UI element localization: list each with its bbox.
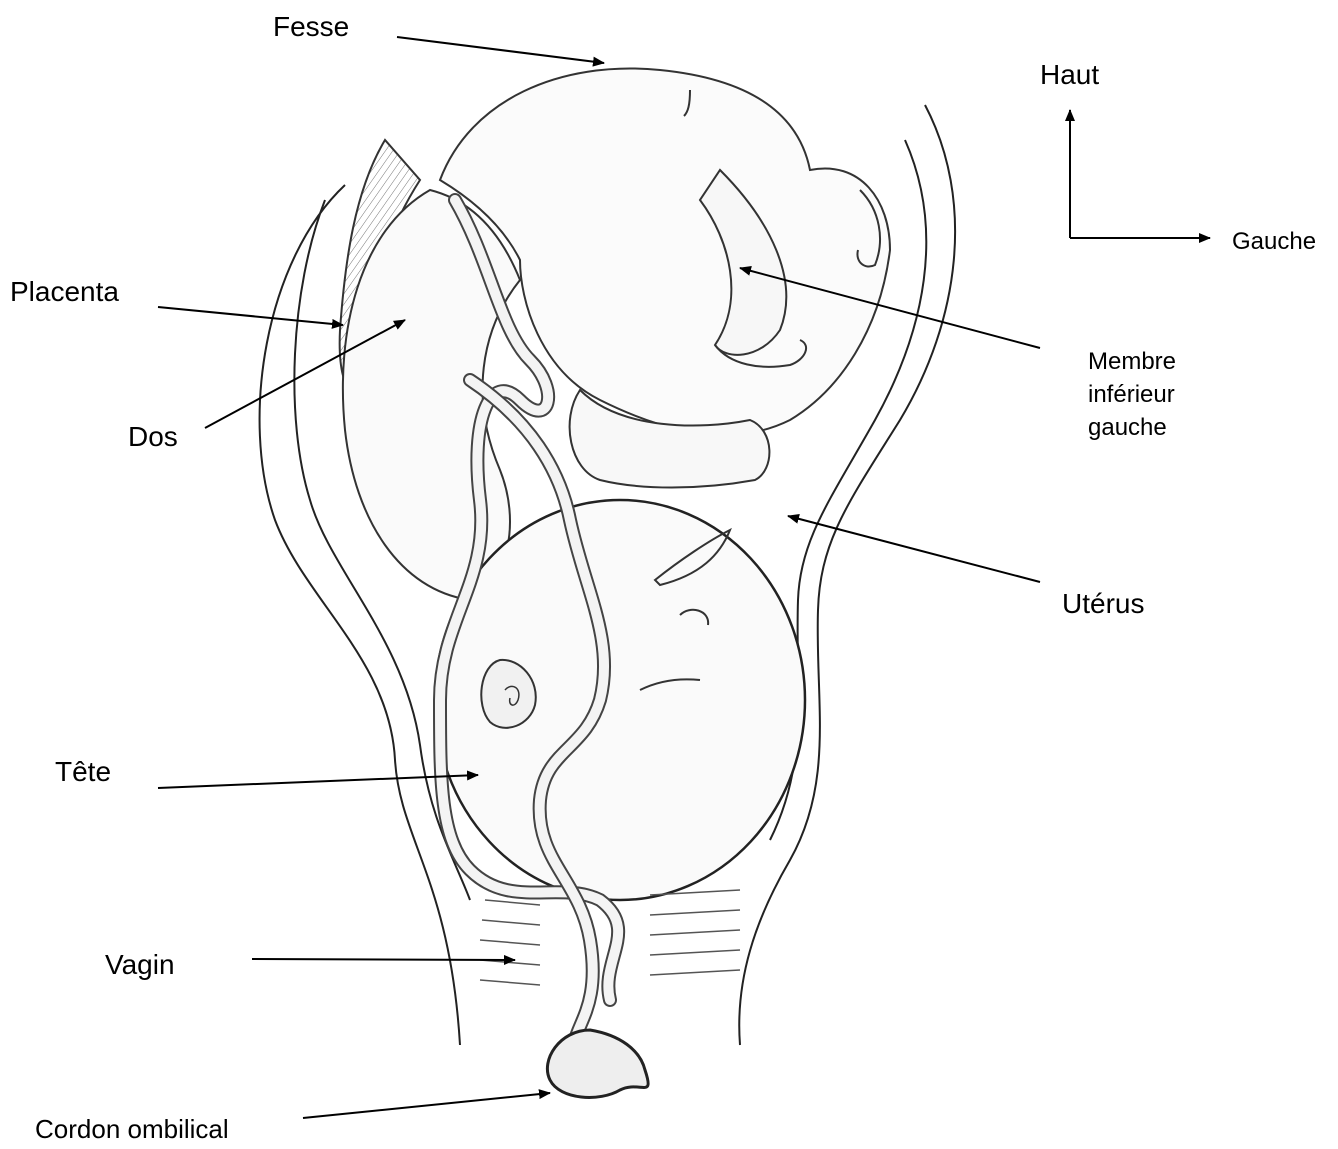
arrow-fesse <box>397 37 604 63</box>
arrow-uterus <box>788 516 1040 582</box>
arrow-cordon <box>303 1093 550 1118</box>
cord-loop <box>547 1030 648 1097</box>
label-dos: Dos <box>128 420 178 454</box>
label-tete: Tête <box>55 755 111 789</box>
arrow-vagin <box>252 959 515 960</box>
orientation-axes <box>1070 110 1210 238</box>
label-membre-line3: gauche <box>1088 411 1176 444</box>
label-gauche: Gauche <box>1232 225 1316 258</box>
arrow-tete <box>158 775 478 788</box>
label-membre-line1: Membre <box>1088 345 1176 378</box>
label-cordon-ombilical: Cordon ombilical <box>35 1112 229 1146</box>
label-uterus: Utérus <box>1062 587 1144 621</box>
label-vagin: Vagin <box>105 948 175 982</box>
label-membre-line2: inférieur <box>1088 378 1176 411</box>
label-haut: Haut <box>1040 58 1099 92</box>
arrow-placenta <box>158 307 343 325</box>
label-placenta: Placenta <box>10 275 119 309</box>
label-fesse: Fesse <box>273 10 349 44</box>
label-membre-inferieur-gauche: Membre inférieur gauche <box>1088 345 1176 444</box>
